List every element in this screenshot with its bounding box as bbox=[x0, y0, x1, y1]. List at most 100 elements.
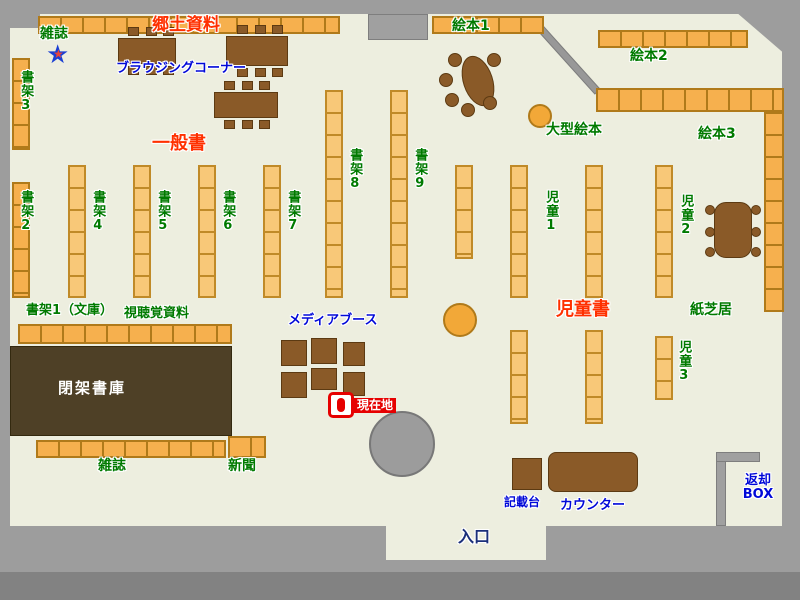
chair bbox=[146, 27, 157, 36]
media-booth-desk bbox=[311, 368, 337, 390]
chair bbox=[163, 66, 174, 75]
media-booth-desk bbox=[311, 338, 337, 364]
stool bbox=[751, 247, 761, 257]
children-table bbox=[714, 202, 752, 258]
stool bbox=[705, 205, 715, 215]
chair bbox=[272, 68, 283, 77]
chair bbox=[224, 81, 235, 90]
current-location-marker bbox=[328, 392, 354, 418]
shelf-jido3 bbox=[655, 336, 673, 400]
label-shoka2: 書架2 bbox=[18, 190, 34, 234]
shelf-jido-lower1 bbox=[510, 330, 528, 424]
entrance-corridor-floor bbox=[386, 514, 546, 560]
label-shoka7: 書架7 bbox=[285, 190, 301, 234]
shelf-shoka8 bbox=[325, 90, 343, 298]
label-shoka1-bunko: 書架1（文庫） bbox=[26, 303, 114, 318]
chair bbox=[242, 81, 253, 90]
browsing-table bbox=[118, 38, 176, 64]
label-kamishibai: 紙芝居 bbox=[690, 302, 732, 318]
media-booth-desk bbox=[281, 372, 307, 398]
label-entrance: 入口 bbox=[458, 527, 491, 546]
shelf-zasshi-bottom bbox=[36, 440, 226, 458]
label-kisaidai: 記載台 bbox=[504, 495, 541, 509]
shelf-shoka2 bbox=[12, 182, 30, 298]
current-location-pill bbox=[337, 398, 345, 412]
shelf-shoka4 bbox=[68, 165, 86, 298]
shelf-jido-mid bbox=[585, 165, 603, 298]
label-shoka9: 書架9 bbox=[412, 148, 428, 192]
chair bbox=[146, 66, 157, 75]
label-zasshi-bottom: 雑誌 bbox=[98, 458, 126, 474]
round-shelf-ogata-ehon bbox=[528, 104, 552, 128]
chair bbox=[259, 81, 270, 90]
star-outer-icon: ★ bbox=[46, 40, 70, 70]
media-booth-desk bbox=[343, 342, 365, 366]
stool bbox=[439, 73, 453, 87]
counter-desk bbox=[548, 452, 638, 492]
stool bbox=[448, 53, 462, 67]
chair bbox=[255, 68, 266, 77]
shelf-shoka5 bbox=[133, 165, 151, 298]
star-icon: ★ ★ bbox=[46, 40, 72, 70]
shelf-ehon2 bbox=[598, 30, 748, 48]
chair bbox=[128, 27, 139, 36]
return-box-room-wall-left bbox=[716, 452, 726, 526]
chair bbox=[259, 120, 270, 129]
chair bbox=[163, 27, 174, 36]
label-shoka3: 書架3 bbox=[18, 70, 34, 114]
label-jido2: 児童2 bbox=[678, 194, 694, 238]
browsing-table bbox=[214, 92, 278, 118]
chair bbox=[224, 120, 235, 129]
chair bbox=[242, 120, 253, 129]
label-jidosho: 児童書 bbox=[556, 299, 610, 320]
round-pillar bbox=[369, 411, 435, 477]
label-counter: カウンター bbox=[560, 498, 626, 513]
label-return-box-line2: BOX bbox=[742, 487, 774, 503]
stool bbox=[483, 96, 497, 110]
chair bbox=[237, 25, 248, 34]
media-booth-desk bbox=[281, 340, 307, 366]
label-kyodo-shiryo: 郷土資料 bbox=[152, 15, 220, 35]
shelf-jido1 bbox=[510, 165, 528, 298]
label-shinbun: 新聞 bbox=[228, 458, 256, 474]
label-shoka6: 書架6 bbox=[220, 190, 236, 234]
label-zasshi-top: 雑誌 bbox=[40, 26, 68, 42]
shelf-right-wall bbox=[764, 112, 784, 312]
stool bbox=[751, 227, 761, 237]
stool bbox=[445, 93, 459, 107]
shelf-shoka3 bbox=[12, 58, 30, 150]
label-heika-shoko: 閉架書庫 bbox=[58, 379, 127, 397]
shelf-shoka6 bbox=[198, 165, 216, 298]
label-genzaichi: 現在地 bbox=[354, 398, 397, 414]
label-ehon1: 絵本1 bbox=[452, 18, 490, 34]
label-shichokaku: 視聴覚資料 bbox=[124, 306, 190, 321]
top-wall-pillar bbox=[368, 14, 428, 40]
stool bbox=[705, 247, 715, 257]
label-ehon2: 絵本2 bbox=[630, 48, 668, 64]
writing-stand-desk bbox=[512, 458, 542, 490]
label-ehon3: 絵本3 bbox=[698, 126, 736, 142]
label-shoka5: 書架5 bbox=[155, 190, 171, 234]
top-left-wall-notch bbox=[10, 14, 40, 28]
chair bbox=[272, 25, 283, 34]
stool bbox=[751, 205, 761, 215]
label-shoka4: 書架4 bbox=[90, 190, 106, 234]
shelf-audiovisual bbox=[18, 324, 232, 344]
closed-stacks-room bbox=[10, 346, 232, 436]
label-jido3: 児童3 bbox=[676, 340, 692, 384]
shelf-shoka7 bbox=[263, 165, 281, 298]
label-return-box: 返却 BOX bbox=[730, 473, 786, 503]
label-jido1: 児童1 bbox=[543, 190, 559, 234]
stool bbox=[487, 53, 501, 67]
stool bbox=[461, 103, 475, 117]
label-browsing-corner: ブラウジングコーナー bbox=[116, 61, 247, 76]
chair bbox=[255, 25, 266, 34]
shelf-shinbun bbox=[228, 436, 266, 458]
round-shelf-center bbox=[443, 303, 477, 337]
star-inner-icon: ★ bbox=[53, 47, 64, 61]
label-ippansho: 一般書 bbox=[152, 133, 206, 154]
label-media-booth: メディアブース bbox=[288, 313, 378, 328]
stool bbox=[705, 227, 715, 237]
shelf-ehon3 bbox=[596, 88, 784, 112]
